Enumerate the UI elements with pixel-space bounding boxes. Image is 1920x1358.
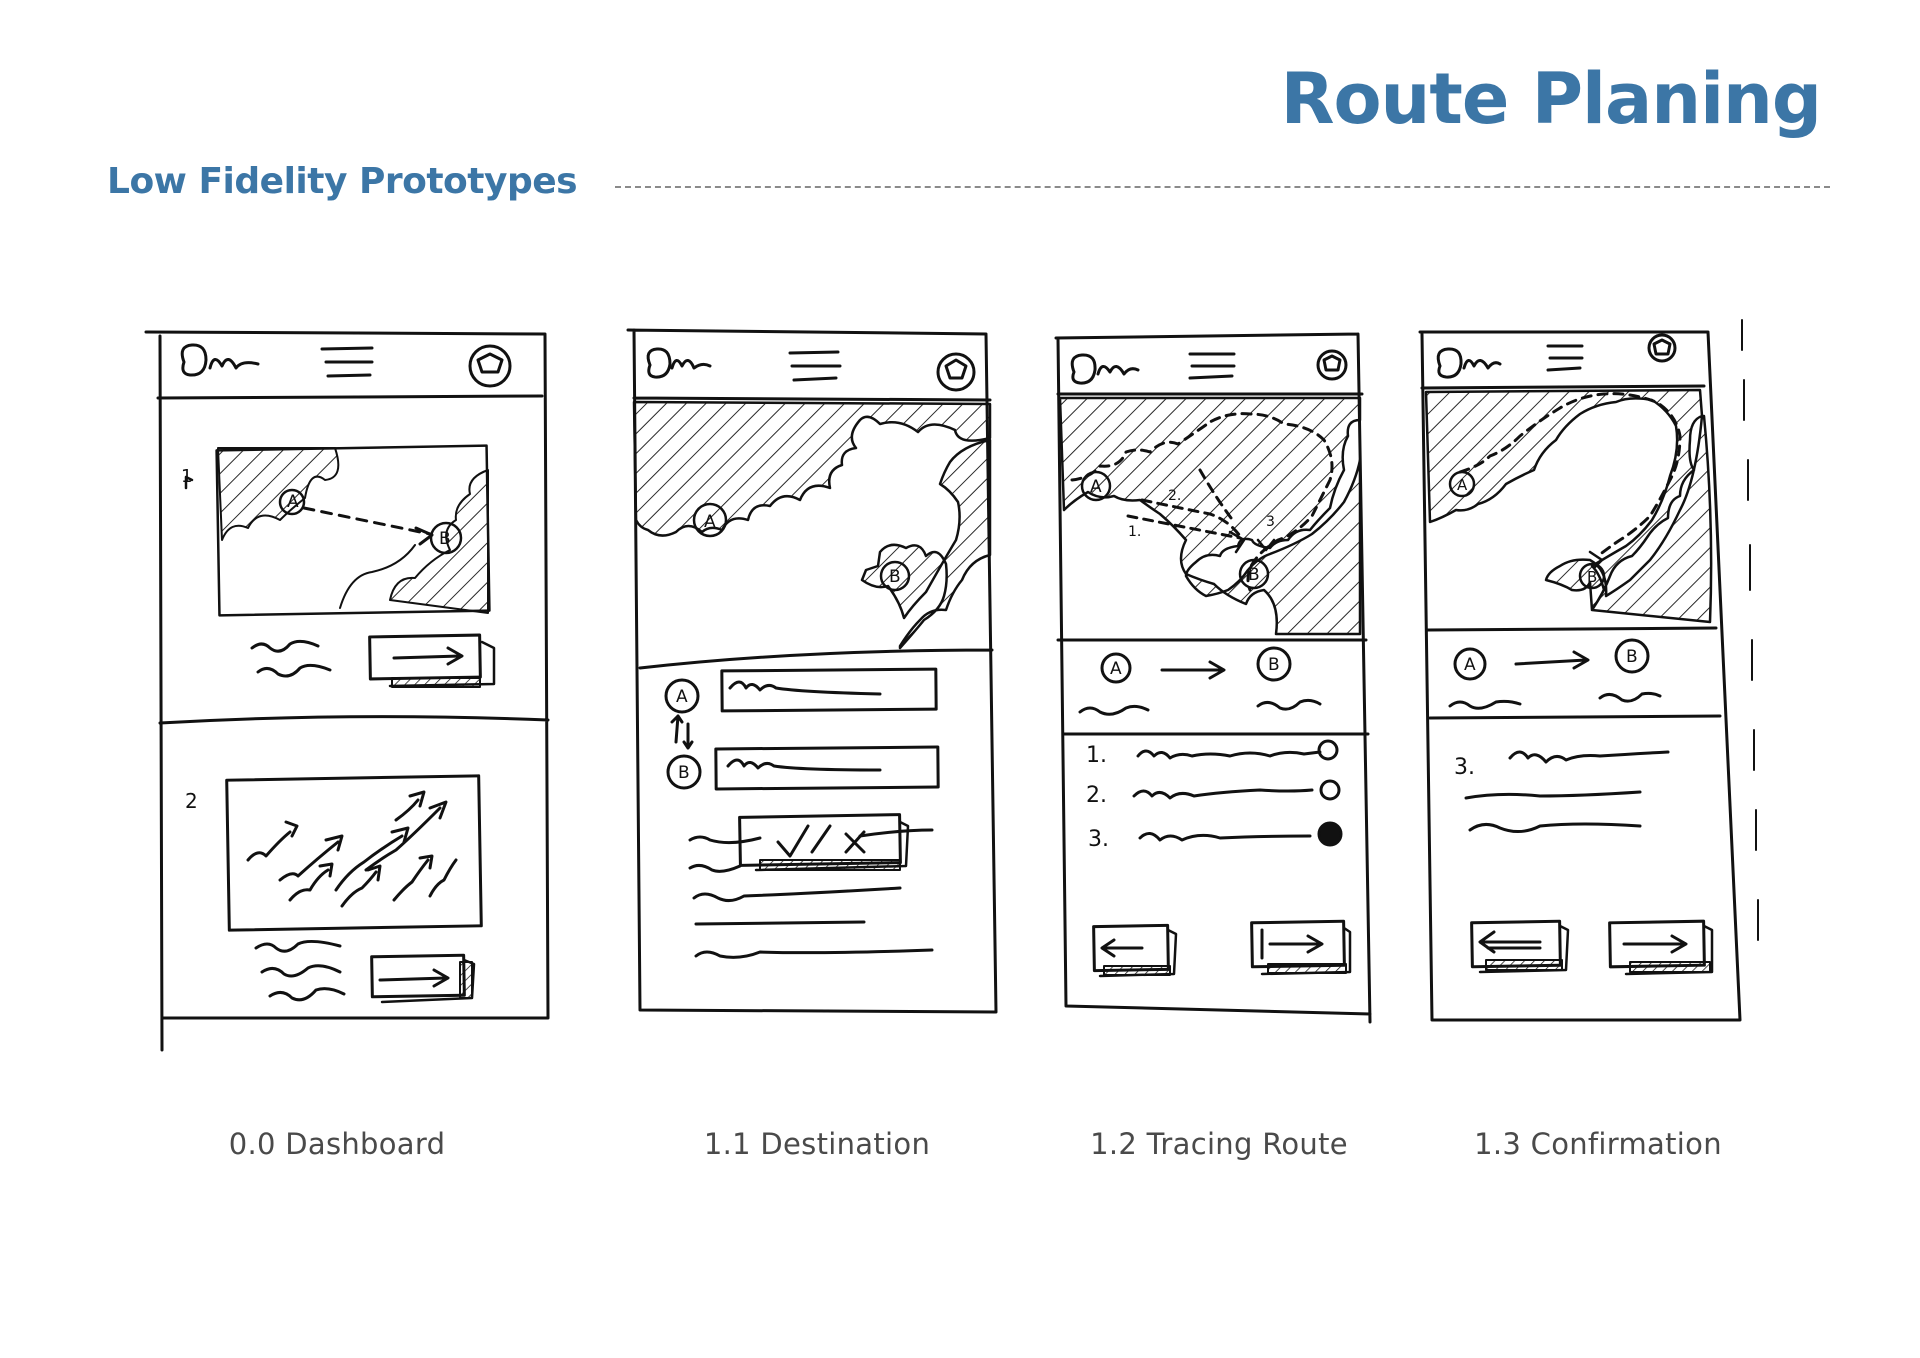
destination-field-b: B <box>678 763 690 783</box>
caption-tracing-route: 1.2 Tracing Route <box>1090 1127 1348 1161</box>
tracing-option-3: 3. <box>1088 827 1109 852</box>
dashboard-pin-a: A <box>287 492 299 512</box>
dashboard-pin-b: B <box>439 529 451 549</box>
caption-dashboard: 0.0 Dashboard <box>228 1127 446 1161</box>
tracing-from: A <box>1110 659 1122 679</box>
page-subtitle: Low Fidelity Prototypes <box>107 161 578 202</box>
sketch-confirmation <box>1418 319 1759 1022</box>
dashboard-item-2: 2 <box>185 789 198 813</box>
caption-confirmation: 1.3 Confirmation <box>1474 1127 1722 1161</box>
sketch-dashboard <box>144 330 550 1052</box>
tracing-option-2: 2. <box>1086 783 1107 808</box>
tracing-pin-b: B <box>1248 565 1260 585</box>
destination-pin-a: A <box>704 512 716 532</box>
confirmation-pin-b: B <box>1587 568 1597 586</box>
dashed-divider <box>615 186 1830 188</box>
tracing-map-route-2: 2. <box>1168 488 1181 504</box>
dashboard-item-1: 1 <box>181 466 192 487</box>
tracing-map-route-1: 1. <box>1128 524 1141 540</box>
sketch-destination <box>626 328 998 1014</box>
destination-field-a: A <box>676 687 688 707</box>
confirmation-pin-a: A <box>1457 476 1468 494</box>
tracing-map-route-3: 3 <box>1266 514 1275 530</box>
sketch-tracing <box>1054 332 1372 1024</box>
tracing-to: B <box>1268 655 1280 675</box>
confirmation-from: A <box>1464 655 1476 675</box>
confirmation-to: B <box>1626 647 1638 667</box>
page-title: Route Planing <box>1280 58 1822 140</box>
tracing-pin-a: A <box>1090 477 1102 497</box>
confirmation-option-3: 3. <box>1454 755 1475 780</box>
tracing-option-1: 1. <box>1086 743 1107 768</box>
caption-destination: 1.1 Destination <box>703 1127 931 1161</box>
destination-pin-b: B <box>889 567 901 587</box>
